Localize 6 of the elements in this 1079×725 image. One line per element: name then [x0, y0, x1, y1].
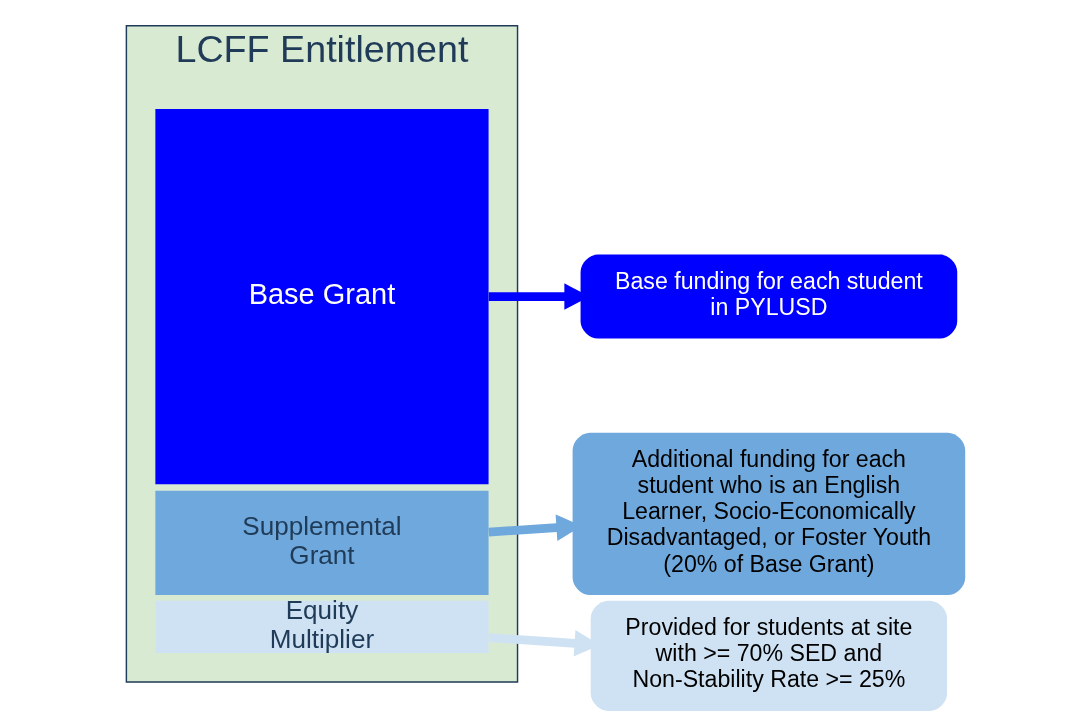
node-box: Base funding for each student in PYLUSD — [580, 254, 957, 339]
node-box: Provided for students at site with >= 70% SED and Non-Stability Rate >= 25% — [590, 600, 947, 711]
node-box: Base Grant — [154, 108, 489, 485]
node-box: Equity Multiplier — [154, 600, 489, 653]
node-box: Supplemental Grant — [154, 490, 489, 595]
node-box: Additional funding for each student who is an English Learner, Socio-Economically Disadvantaged, or Foster Youth (20% of Base Grant) — [572, 432, 965, 595]
